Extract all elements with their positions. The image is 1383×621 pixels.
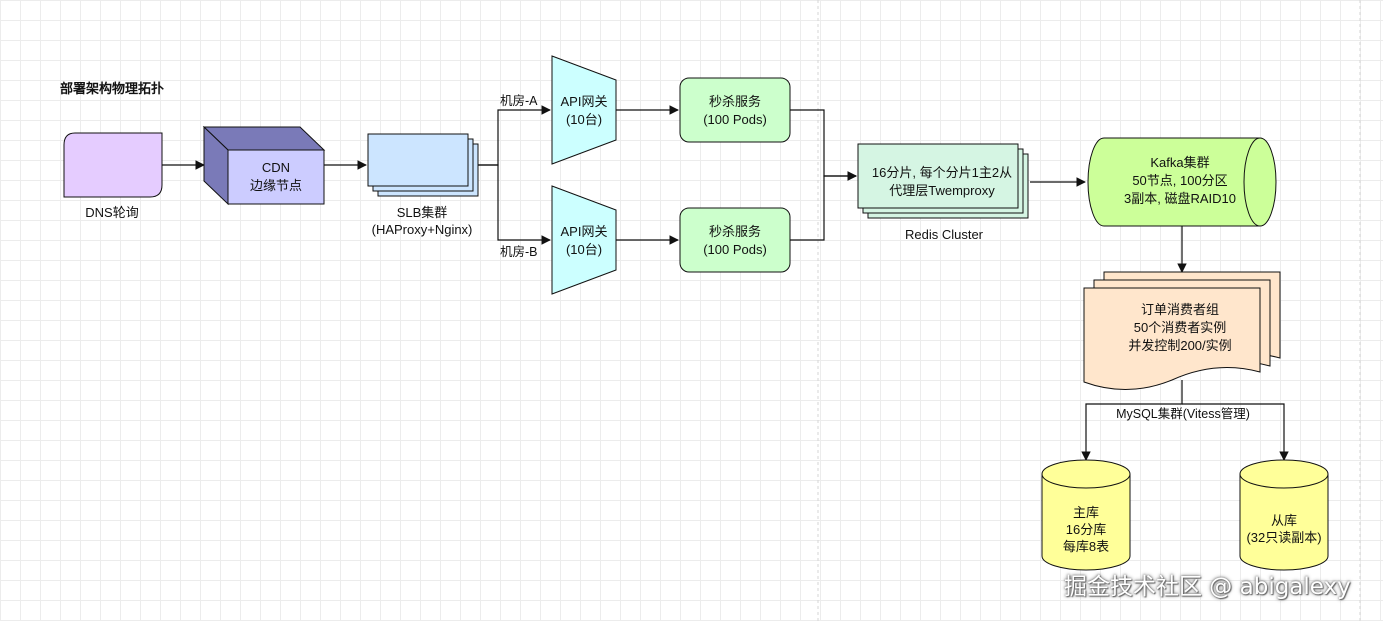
gateway-b-node[interactable]: API网关 (10台): [551, 185, 617, 295]
dns-node[interactable]: DNS轮询: [63, 132, 163, 220]
gateway-a-node[interactable]: API网关 (10台): [551, 55, 617, 165]
mysql-master-node[interactable]: 主库 16分库 每库8表: [1041, 459, 1131, 571]
kafka-end-cap: [1243, 137, 1261, 227]
redis-label-line-2: 代理层Twemproxy: [889, 183, 995, 198]
seckill-a-label-line-1: 秒杀服务: [709, 94, 761, 109]
edge-slb-gateway-b: [478, 164, 551, 245]
slb-stack-front: [367, 133, 469, 187]
redis-stack-front: [857, 143, 1019, 209]
cdn-front-face: [227, 149, 325, 205]
edge-label-mysql: MySQL集群(Vitess管理): [1116, 406, 1250, 421]
mysql-slave-top-rim: [1239, 473, 1329, 489]
redis-caption: Redis Cluster: [905, 227, 984, 242]
edge-slb-gateway-a: [478, 105, 551, 166]
dns-shape: [63, 132, 163, 198]
kafka-label-line-3: 3副本, 磁盘RAID10: [1124, 191, 1236, 206]
edge-consumer-mysql-slave: [1182, 403, 1289, 461]
consumer-node[interactable]: 订单消费者组 50个消费者实例 并发控制200/实例: [1083, 271, 1281, 390]
kafka-label-line-2: 50节点, 100分区: [1132, 173, 1227, 188]
mysql-master-label-line-3: 每库8表: [1063, 539, 1109, 554]
seckill-b-label-line-1: 秒杀服务: [709, 224, 761, 239]
watermark-text: 掘金技术社区 @ abigalexy: [1064, 574, 1351, 600]
gateway-a-label-line-1: API网关: [561, 94, 608, 109]
consumer-label-line-2: 50个消费者实例: [1134, 320, 1226, 335]
cdn-label-line-1: CDN: [262, 160, 290, 175]
consumer-label-line-3: 并发控制200/实例: [1128, 338, 1231, 353]
mysql-master-label-line-1: 主库: [1073, 505, 1099, 520]
edges: [162, 105, 1289, 461]
gateway-a-label-line-2: (10台): [566, 112, 602, 127]
slb-label-line-1: SLB集群: [397, 205, 448, 220]
redis-node[interactable]: 16分片, 每个分片1主2从 代理层Twemproxy Redis Cluste…: [857, 143, 1029, 242]
slb-label-line-2: (HAProxy+Nginx): [372, 222, 473, 237]
mysql-slave-node[interactable]: 从库 (32只读副本): [1239, 459, 1329, 571]
seckill-b-node[interactable]: 秒杀服务 (100 Pods): [679, 207, 791, 273]
mysql-slave-label-line-2: (32只读副本): [1246, 530, 1321, 545]
gateway-b-shape: [551, 185, 617, 295]
mysql-master-shape: [1041, 459, 1131, 571]
edge-seckill-b-redis: [790, 171, 857, 241]
seckill-a-shape: [679, 77, 791, 143]
kafka-label-line-1: Kafka集群: [1150, 155, 1209, 170]
edge-consumer-mysql-master: [1081, 380, 1183, 461]
seckill-a-node[interactable]: 秒杀服务 (100 Pods): [679, 77, 791, 143]
gateway-a-shape: [551, 55, 617, 165]
gateway-b-label-line-1: API网关: [561, 224, 608, 239]
slb-node[interactable]: SLB集群 (HAProxy+Nginx): [367, 133, 479, 237]
mysql-slave-label-line-1: 从库: [1271, 513, 1297, 528]
seckill-b-shape: [679, 207, 791, 273]
edge-label-room-b: 机房-B: [500, 244, 538, 259]
seckill-b-label-line-2: (100 Pods): [703, 242, 767, 257]
consumer-label-line-1: 订单消费者组: [1141, 302, 1219, 317]
dns-label: DNS轮询: [85, 205, 138, 220]
edge-label-room-a: 机房-A: [500, 93, 538, 108]
cdn-node[interactable]: CDN 边缘节点: [202, 125, 326, 206]
cdn-label-line-2: 边缘节点: [250, 178, 302, 193]
kafka-node[interactable]: Kafka集群 50节点, 100分区 3副本, 磁盘RAID10: [1087, 137, 1277, 227]
mysql-slave-shape: [1239, 459, 1329, 571]
diagram-title: 部署架构物理拓扑: [60, 81, 164, 96]
gateway-b-label-line-2: (10台): [566, 242, 602, 257]
redis-label-line-1: 16分片, 每个分片1主2从: [872, 165, 1012, 180]
edge-seckill-a-redis: [790, 109, 857, 181]
mysql-master-label-line-2: 16分库: [1066, 522, 1106, 537]
consumer-stack-front: [1083, 287, 1261, 390]
mysql-master-top-rim: [1041, 473, 1131, 489]
seckill-a-label-line-2: (100 Pods): [703, 112, 767, 127]
